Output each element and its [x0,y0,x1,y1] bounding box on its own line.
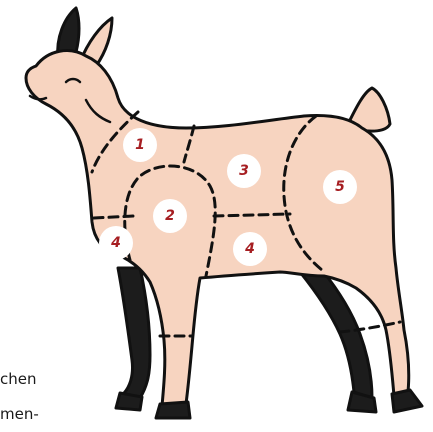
front-hoof [156,402,190,418]
brisket-line [94,216,134,218]
cut-marker-cut-3: 3 [227,154,261,188]
side-text-line-2: men- [0,405,39,423]
far-front-leg [118,268,150,398]
far-front-hoof [116,393,142,410]
side-text-line-1: chen [0,370,37,388]
cut-number-label: 3 [239,163,249,179]
hind-hoof [392,390,422,412]
cut-number-label: 1 [135,137,145,153]
cut-number-label: 4 [110,235,121,251]
cut-number-label: 2 [165,208,175,224]
cut-number-label: 5 [335,179,345,195]
cut-marker-cut-2: 2 [153,199,187,233]
cut-marker-cut-5: 5 [323,170,357,204]
cut-marker-cut-4-front: 4 [99,226,133,260]
cut-marker-cut-4-belly: 4 [233,232,267,266]
cut-number-label: 4 [244,241,255,257]
cut-marker-cut-1: 1 [123,128,157,162]
near-hooves [156,390,422,418]
